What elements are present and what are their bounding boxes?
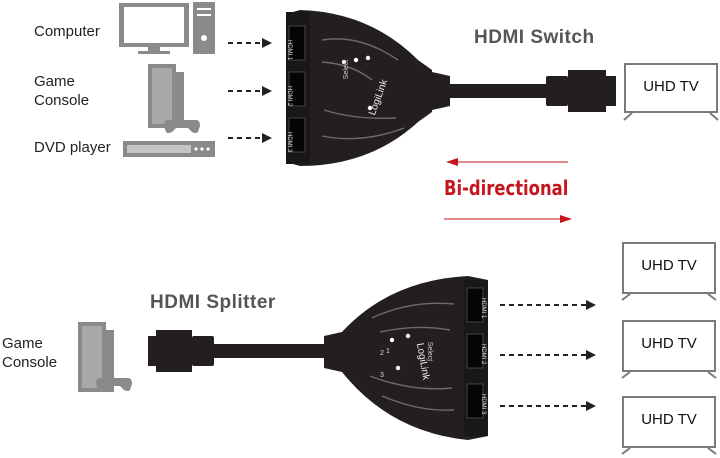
splitter-port-number-1: 1 <box>386 348 390 355</box>
tv-label-3: UHD TV <box>641 411 697 428</box>
splitter-port-number-2: 2 <box>380 350 384 357</box>
bidirectional-label: Bi-directional <box>444 176 569 200</box>
source-label-computer: Computer <box>34 23 100 40</box>
tv-display-3: UHD TV <box>622 396 716 448</box>
splitter-port-number-3: 3 <box>380 372 384 379</box>
source-label-game-console-bottom: Game Console <box>2 335 58 371</box>
source-label-game-console: Game Console <box>34 73 90 109</box>
tv-label-2: UHD TV <box>641 335 697 352</box>
source-label-dvd-player: DVD player <box>34 139 111 156</box>
tv-label-1: UHD TV <box>641 257 697 274</box>
tv-label: UHD TV <box>643 78 699 95</box>
tv-display-2: UHD TV <box>622 320 716 372</box>
tv-display-1: UHD TV <box>622 242 716 294</box>
switch-title: HDMI Switch <box>474 27 595 48</box>
splitter-title: HDMI Splitter <box>150 292 276 313</box>
tv-display: UHD TV <box>624 63 718 113</box>
